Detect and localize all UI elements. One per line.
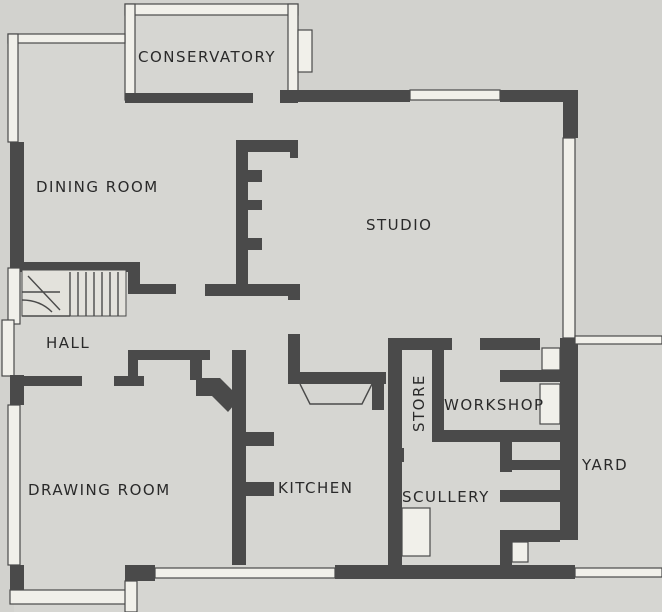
bottom-wall-middle	[335, 565, 495, 579]
floor-area	[10, 8, 662, 612]
label-yard: YARD	[581, 456, 628, 474]
hall-studio-wall	[205, 284, 300, 296]
label-drawing-room: DRAWING ROOM	[28, 481, 171, 499]
fireplace-ledge-1	[236, 170, 262, 182]
conservatory-left-window	[124, 3, 136, 101]
studio-right-wall-bottom	[560, 338, 578, 378]
hall-drawing-wall-left	[20, 376, 82, 386]
kitchen-range	[299, 383, 373, 405]
fireplace-edge	[290, 140, 298, 158]
fireplace-ledge-3	[236, 238, 262, 250]
outer-walls	[1, 33, 662, 612]
conservatory-side-bay	[297, 29, 313, 73]
drawing-top-wall	[128, 350, 210, 360]
workshop-bottom-wall	[432, 430, 560, 442]
conservatory	[124, 3, 313, 103]
drawing-bottom-window	[9, 589, 131, 605]
drawing-left-wall-bottom	[10, 565, 24, 595]
conservatory-bottom-wall-right	[280, 90, 298, 103]
studio-kitchen-jamb	[288, 334, 300, 380]
studio-top-window	[409, 89, 501, 101]
kitchen-bottom-window	[154, 567, 336, 579]
workshop-window	[541, 347, 561, 371]
bottom-wall-corner	[125, 565, 155, 581]
scullery-ledge	[388, 448, 404, 462]
studio-right-wall-top	[563, 90, 578, 138]
staircase	[21, 269, 127, 317]
drawing-kitchen-wall	[232, 350, 246, 565]
label-conservatory: CONSERVATORY	[138, 48, 276, 66]
scullery-inner-wall-2	[500, 490, 560, 502]
workshop-top-wall-1	[480, 338, 540, 350]
hall-entrance	[1, 319, 15, 377]
dining-hall-return	[128, 284, 176, 294]
hall-studio-jamb	[288, 284, 300, 300]
kitchen-range-jamb	[372, 384, 384, 410]
label-store: STORE	[410, 374, 428, 432]
conservatory-right-window	[287, 3, 299, 101]
label-dining-room: DINING ROOM	[36, 178, 159, 196]
studio-top-wall-left	[298, 90, 410, 102]
bottom-wall-right	[495, 565, 575, 579]
drawing-left-window	[7, 404, 21, 566]
kitchen-ledge-2	[246, 482, 274, 496]
scullery-inner-wall-3	[500, 530, 560, 542]
scullery-copper	[511, 541, 529, 563]
service-right-wall	[560, 378, 578, 540]
store-right-wall	[432, 338, 444, 438]
studio-top-wall-right	[500, 90, 578, 102]
dining-left-window	[7, 33, 19, 143]
store-left-wall	[388, 338, 402, 438]
label-scullery: SCULLERY	[402, 488, 490, 506]
label-workshop: WORKSHOP	[444, 396, 545, 414]
label-hall: HALL	[46, 334, 90, 352]
interior-walls	[20, 140, 561, 568]
kitchen-ledge-1	[246, 432, 274, 446]
hall-left-window	[7, 267, 21, 325]
bottom-left-door	[124, 580, 138, 612]
conservatory-bottom-wall-left	[125, 93, 253, 103]
studio-kitchen-wall	[288, 372, 386, 384]
scullery-inner-wall-1	[500, 460, 560, 470]
scullery-sink	[401, 507, 431, 557]
drawing-chimney	[196, 378, 240, 412]
scullery-corner	[500, 530, 512, 568]
fireplace-ledge-2	[236, 200, 262, 210]
fireplace-top	[236, 140, 298, 152]
conservatory-top-window	[124, 3, 299, 16]
hall-drawing-jamb	[128, 350, 138, 384]
scullery-left-wall	[388, 430, 402, 565]
yard-bottom-fence	[574, 567, 662, 578]
label-kitchen: KITCHEN	[278, 479, 354, 497]
studio-right-window	[562, 137, 576, 339]
dining-hall-wall	[20, 262, 140, 272]
dining-top-window	[7, 33, 126, 44]
yard-top-fence	[574, 335, 662, 345]
workshop-top-wall-2	[500, 370, 560, 382]
dining-studio-wall	[236, 140, 248, 288]
dining-left-wall	[10, 142, 24, 268]
drawing-top-jamb	[190, 350, 202, 380]
workshop-bench	[539, 383, 561, 425]
label-studio: STUDIO	[366, 216, 432, 234]
